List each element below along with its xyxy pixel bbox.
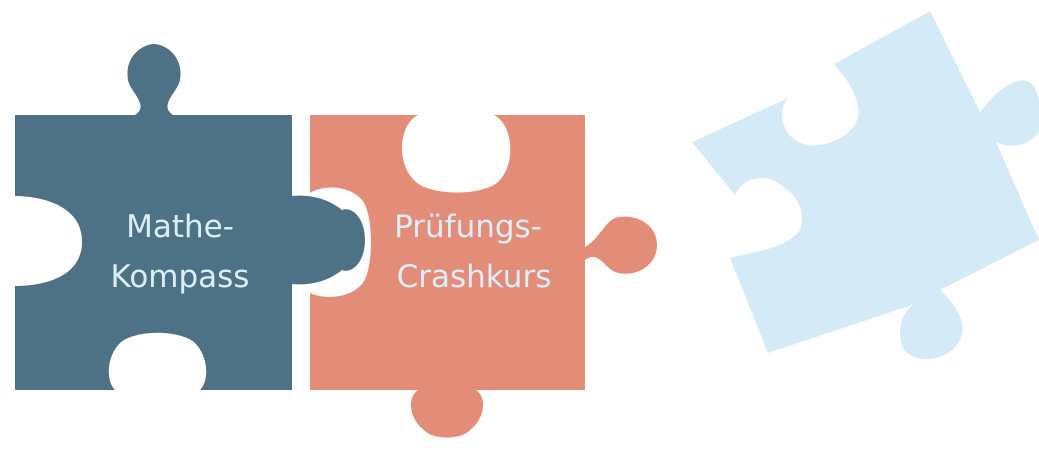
puzzle-piece-blank-shape <box>692 11 1039 359</box>
piece-label-pruefungs-line2: Crashkurs <box>397 259 552 295</box>
piece-label-mathe-line2: Kompass <box>111 259 250 295</box>
puzzle-piece-blank <box>692 11 1039 359</box>
piece-label-mathe-line1: Mathe- <box>126 209 234 245</box>
piece-label-pruefungs-line1: Prüfungs- <box>394 209 542 245</box>
